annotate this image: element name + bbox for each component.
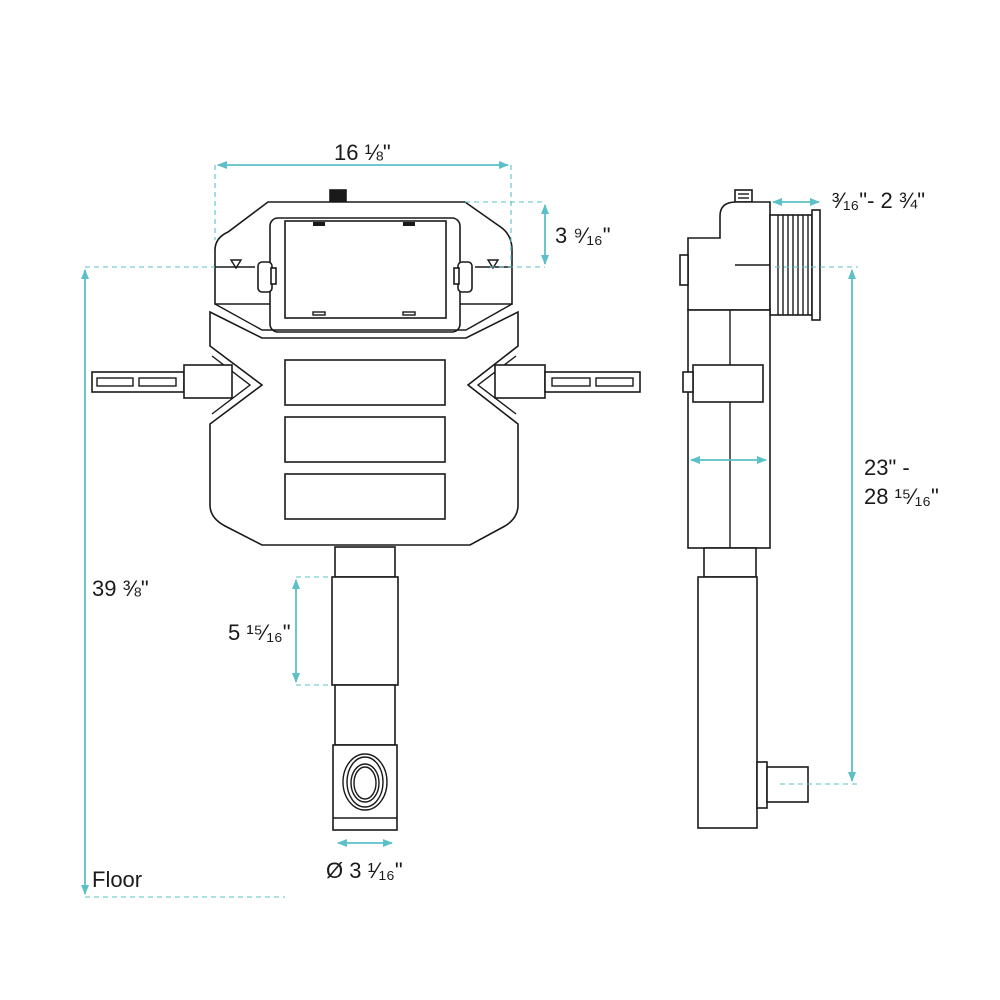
adjustable-pipe <box>331 576 399 686</box>
floor-label: Floor <box>92 867 143 892</box>
top-knob <box>329 189 347 204</box>
depth-range-label: ³⁄₁₆"- 2 ¾" <box>832 188 926 213</box>
right-bracket-arm <box>544 371 641 393</box>
threaded-collar <box>769 214 813 316</box>
level-marker-icon <box>486 259 500 270</box>
left-bracket-arm <box>91 371 185 393</box>
front-view <box>81 161 641 898</box>
outlet-height-label-1: 23" - <box>864 455 910 480</box>
inspection-window <box>284 220 447 319</box>
side-pipe <box>697 576 758 829</box>
side-head <box>687 201 771 311</box>
outlet-elbow <box>332 744 398 831</box>
frame-slot <box>284 473 446 520</box>
pipe-adjust-label: 5 ¹⁵⁄₁₆" <box>228 620 291 645</box>
total-height-label: 39 ⅜" <box>92 576 149 601</box>
outlet-height-label-2: 28 ¹⁵⁄₁₆" <box>864 484 939 509</box>
side-view <box>679 189 858 829</box>
side-body <box>687 309 771 549</box>
frame-slot <box>284 359 446 406</box>
top-height-label: 3 ⁹⁄₁₆" <box>555 223 611 248</box>
level-marker-icon <box>229 259 243 270</box>
diameter-label: Ø 3 ¹⁄₁₆" <box>326 858 403 883</box>
flush-pipe <box>334 546 396 578</box>
frame-slot <box>284 416 446 463</box>
width-label: 16 ⅛" <box>334 140 391 165</box>
